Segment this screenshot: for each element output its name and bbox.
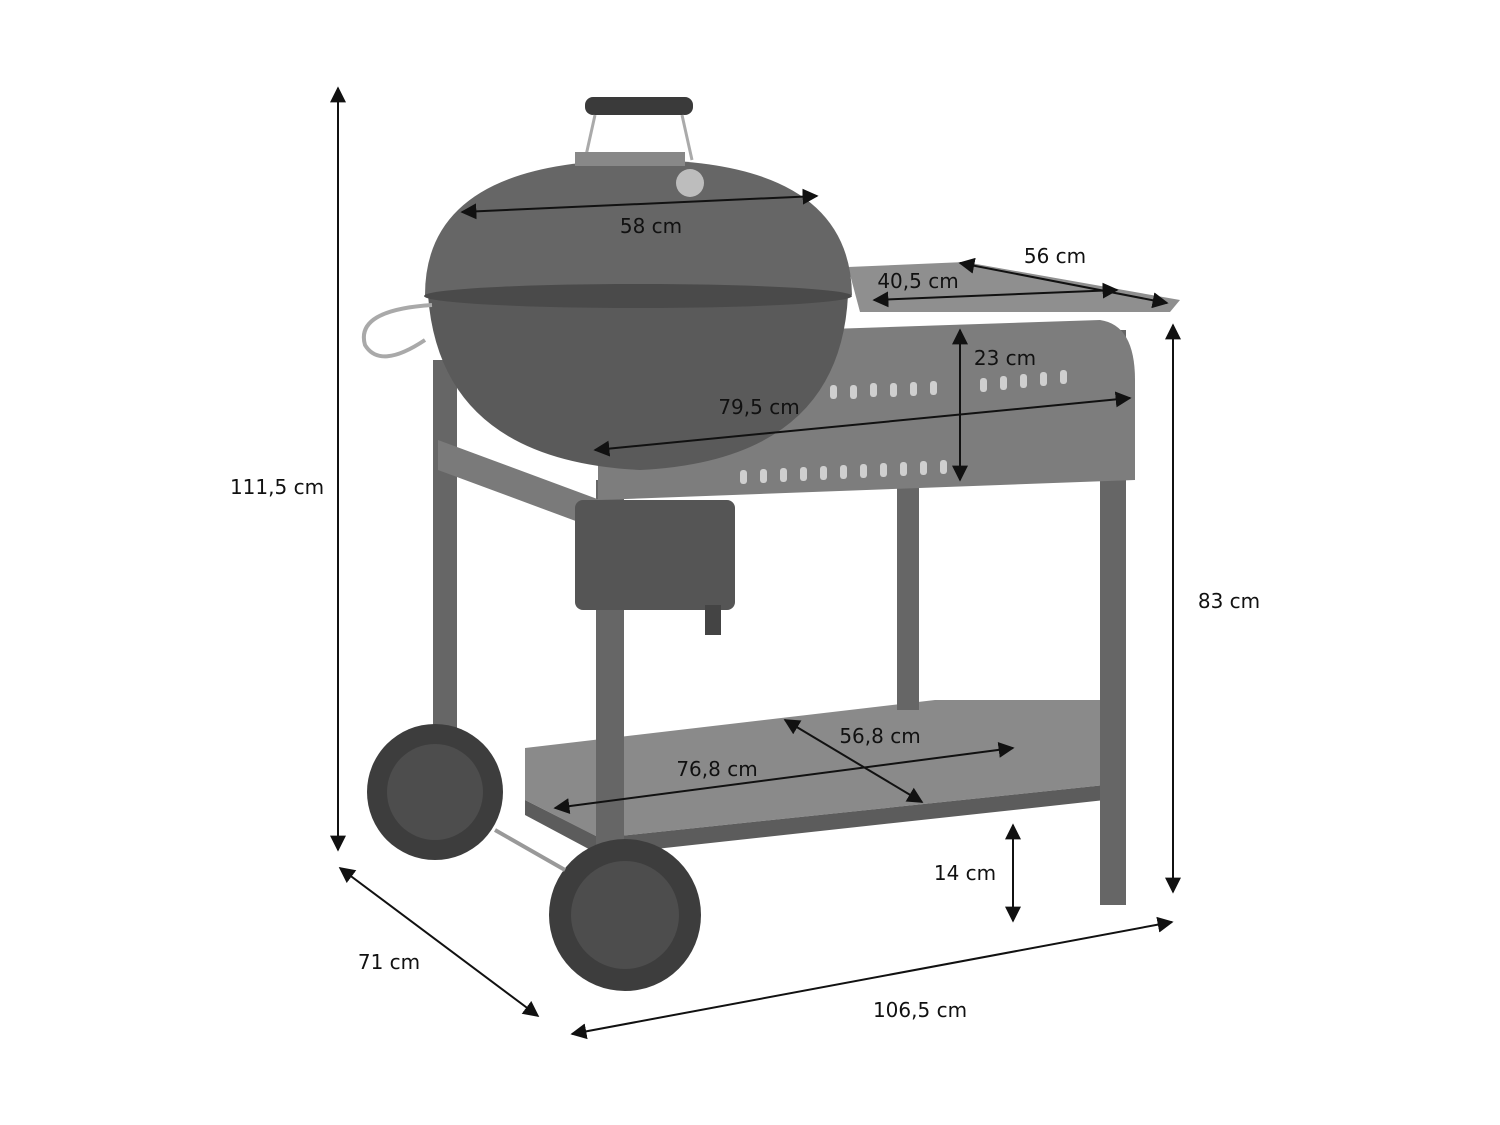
- label-total-depth: 71 cm: [357, 950, 421, 974]
- arrow-total-width: [570, 916, 1174, 1040]
- label-side-shelf-length: 56 cm: [1023, 244, 1087, 268]
- label-total-height: 111,5 cm: [229, 475, 325, 499]
- label-front-panel-height: 23 cm: [973, 346, 1037, 370]
- arrow-side-shelf-width: [872, 282, 1119, 308]
- label-work-height: 83 cm: [1197, 589, 1261, 613]
- arrow-lid-diameter: [460, 188, 819, 220]
- label-side-shelf-width: 40,5 cm: [877, 269, 959, 293]
- dimension-arrows: [330, 86, 1181, 1040]
- label-total-width: 106,5 cm: [872, 998, 968, 1022]
- arrow-total-depth: [338, 867, 540, 1017]
- left-perforated-rail: [438, 440, 600, 530]
- arrow-cart-top-width: [593, 391, 1132, 457]
- ash-catcher: [575, 500, 735, 635]
- label-ground-clearance: 14 cm: [933, 861, 997, 885]
- arrow-bottom-shelf-width: [553, 741, 1015, 815]
- label-cart-top-width: 79,5 cm: [718, 395, 800, 419]
- label-lid-diameter: 58 cm: [619, 214, 683, 238]
- label-bottom-shelf-width: 76,8 cm: [676, 757, 758, 781]
- label-bottom-shelf-depth: 56,8 cm: [839, 724, 921, 748]
